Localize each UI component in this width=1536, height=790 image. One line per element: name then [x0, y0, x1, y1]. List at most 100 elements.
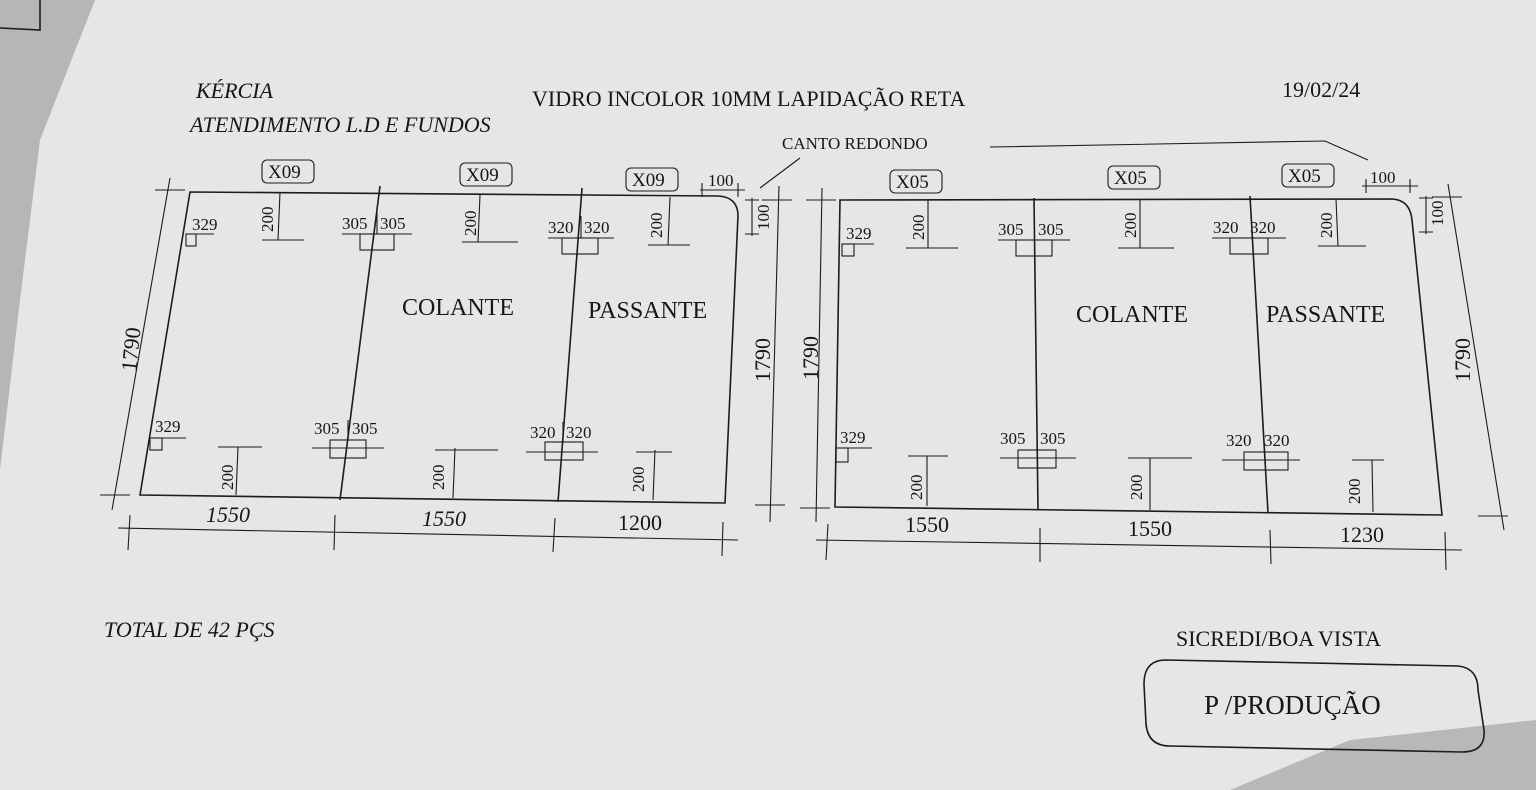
panel-a-hole-bottom-5: 320 — [566, 423, 592, 442]
panel-b-corner-dim-v: 100 — [1428, 201, 1447, 227]
panel-b-hole-offset-top-1-line — [906, 200, 958, 249]
panel-b-height-left-line — [800, 187, 836, 523]
panel-b-width-1: 1550 — [905, 512, 949, 537]
panel-a-hole-offset-bottom-3: 200 — [629, 467, 648, 493]
binder-clip — [0, 0, 41, 31]
panel-a-hole-top-5: 320 — [584, 218, 610, 237]
client-name: KÉRCIA — [195, 78, 274, 103]
panel-a-qty-tag-2-box — [459, 162, 513, 187]
panel-a-width-3: 1200 — [618, 510, 662, 535]
panel-a-hinge-top-mid-line — [342, 212, 412, 235]
panel-b-hole-offset-top-2-line — [1118, 200, 1174, 249]
panel-b-height-right-line — [1432, 183, 1508, 531]
panel-b-width-3: 1230 — [1340, 522, 1384, 547]
panel-b-hole-bottom-2: 305 — [1000, 429, 1026, 448]
service-name: ATENDIMENTO L.D E FUNDOS — [188, 112, 491, 137]
panel-a-corner-dim-v-line — [745, 198, 759, 236]
panel-b-hole-top-4: 320 — [1213, 218, 1239, 237]
panel-a-qty-tag-1: X09 — [268, 162, 301, 183]
panel-a-qty-tag-2: X09 — [466, 165, 499, 186]
panel-a-hole-offset-top-3: 200 — [647, 213, 666, 239]
panel-b-hole-bottom-1: 329 — [840, 428, 866, 447]
panel-a-height-right-line — [755, 185, 792, 523]
panel-b-hole-offset-bottom-2: 200 — [1127, 475, 1146, 501]
panel-a-hole-top-3: 305 — [380, 214, 406, 233]
panel-b-width-2: 1550 — [1128, 516, 1172, 541]
panel-b-height-left: 1790 — [798, 336, 823, 380]
panel-b-width-line — [815, 523, 1463, 571]
order-date: 19/02/24 — [1282, 77, 1360, 102]
panel-b-hole-offset-bottom-2-line — [1128, 457, 1192, 510]
panel-b-label-colante: COLANTE — [1076, 302, 1188, 328]
panel-b-hole-top-5: 320 — [1250, 218, 1276, 237]
panel-b-height-right: 1790 — [1450, 338, 1475, 382]
panel-b-qty-tag-1: X05 — [896, 172, 929, 193]
panel-b-hole-top-1: 329 — [846, 224, 872, 243]
paper-shadow — [1230, 720, 1536, 790]
panel-a-outline — [139, 191, 739, 504]
panel-a-qty-tag-3: X09 — [632, 170, 665, 191]
total-pieces: TOTAL DE 42 PÇS — [104, 617, 275, 642]
panel-a-corner-dim-h: 100 — [708, 171, 734, 190]
panel-b: 1790 1790 1550 1550 1230 X05 X05 X05 100… — [798, 163, 1508, 571]
panel-a-corner-dim-h-line — [700, 183, 745, 197]
panel-b-hole-offset-top-3-line — [1318, 198, 1366, 247]
panel-a-hole-bottom-1: 329 — [155, 417, 181, 436]
panel-b-hole-offset-bottom-1: 200 — [907, 475, 926, 501]
panel-a-hole-top-4: 320 — [548, 218, 574, 237]
product-title: VIDRO INCOLOR 10MM LAPIDAÇÃO RETA — [532, 86, 965, 111]
panel-a-hole-bottom-3: 305 — [352, 419, 378, 438]
panel-b-hole-offset-top-2: 200 — [1121, 213, 1140, 239]
panel-a-height-left-line — [100, 177, 185, 511]
panel-b-corner-dim-v-line — [1419, 196, 1433, 234]
panel-a-hole-bottom-4: 320 — [530, 423, 556, 442]
panel-b-hole-top-2: 305 — [998, 220, 1024, 239]
panel-b-label-passante: PASSANTE — [1266, 302, 1385, 328]
panel-a-divider-2 — [557, 187, 583, 503]
panel-a-hinge-top-right-line — [548, 216, 614, 239]
panel-a-hole-top-2: 305 — [342, 214, 368, 233]
panel-b-corner-dim-h: 100 — [1370, 168, 1396, 187]
destination: SICREDI/BOA VISTA — [1176, 626, 1381, 651]
panel-a-hole-offset-bottom-2-line — [435, 447, 498, 499]
panel-b-qty-tag-2-box — [1107, 165, 1161, 190]
panel-a-width-line — [117, 514, 739, 557]
panel-b-qty-tag-2: X05 — [1114, 168, 1147, 189]
panel-a-label-passante: PASSANTE — [588, 298, 707, 324]
panel-a-hole-bottom-2: 305 — [314, 419, 340, 438]
panel-a-hole-offset-top-1: 200 — [258, 207, 277, 233]
panel-a-qty-tag-3-box — [625, 167, 679, 192]
panel-a-hole-offset-top-2: 200 — [461, 211, 480, 237]
panel-b-hole-offset-bottom-3: 200 — [1345, 479, 1364, 505]
panel-a-hinge-bottom-right-line — [526, 422, 598, 453]
panel-b-qty-tag-1-box — [889, 169, 943, 194]
panel-a: 1790 1790 1550 1550 1200 X09 X09 X09 100… — [100, 159, 792, 557]
panel-b-hole-bottom-3: 305 — [1040, 429, 1066, 448]
panel-b-qty-tag-3-box — [1281, 163, 1335, 188]
production-stamp-box — [1143, 659, 1485, 753]
panel-b-hole-offset-top-3: 200 — [1317, 213, 1336, 239]
panel-b-qty-tag-3: X05 — [1288, 166, 1321, 187]
panel-a-height-right: 1790 — [750, 338, 775, 382]
panel-a-hinge-bottom-mid-line — [312, 420, 384, 449]
panel-a-width-2: 1550 — [422, 506, 466, 531]
panel-a-hole-offset-top-1-line — [262, 191, 304, 241]
production-stamp: P /PRODUÇÃO — [1204, 690, 1381, 720]
panel-b-hole-bottom-5: 320 — [1264, 431, 1290, 450]
panel-b-hole-offset-bottom-1-line — [908, 455, 948, 506]
panel-b-corner-dim-h-line — [1362, 179, 1418, 193]
panel-b-hole-top-3: 305 — [1038, 220, 1064, 239]
panel-a-hole-offset-bottom-1-line — [218, 446, 262, 496]
panel-a-hole-offset-top-2-line — [462, 194, 518, 243]
panel-a-hinge-bottom-right-mark — [544, 441, 584, 461]
panel-a-height-left: 1790 — [116, 326, 145, 372]
panel-a-hole-offset-bottom-1: 200 — [218, 465, 237, 491]
panel-a-hole-top-1: 329 — [192, 215, 218, 234]
panel-a-hole-offset-bottom-2: 200 — [429, 465, 448, 491]
panel-b-hinge-bottom-right-mark — [1243, 451, 1289, 471]
panel-b-outline — [834, 198, 1443, 516]
panel-a-hole-offset-bottom-3-line — [636, 449, 672, 501]
rounded-corner-leader-b — [989, 140, 1369, 161]
